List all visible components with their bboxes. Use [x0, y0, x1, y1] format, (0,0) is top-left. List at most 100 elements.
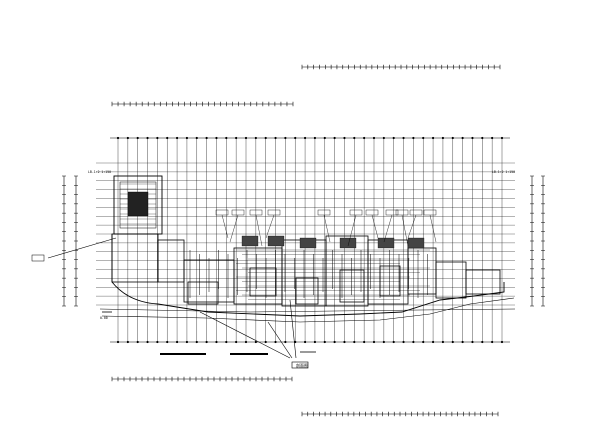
- axis-bubble-bottom: [195, 340, 198, 344]
- axis-bubble-bottom: [185, 340, 189, 344]
- axis-bubble-bottom: [126, 340, 129, 344]
- annotation-leader: [407, 214, 417, 239]
- annotation-tag: [395, 209, 409, 216]
- annotation-leader: [401, 214, 409, 247]
- axis-bubble-top: [264, 136, 267, 140]
- axis-bubble-bottom: [156, 340, 159, 344]
- axis-bubble-bottom: [244, 340, 248, 344]
- axis-bubble-bottom: [235, 340, 238, 344]
- equipment-block: [241, 235, 259, 247]
- room: [249, 267, 277, 297]
- tower-stair-core: [127, 191, 149, 217]
- axis-bubble-top: [146, 136, 149, 140]
- axis-bubble-top: [303, 136, 307, 140]
- side-leader-tag: [31, 254, 45, 262]
- building-outline: [99, 175, 516, 323]
- axis-bubble-bottom: [451, 340, 454, 344]
- annotation-leader: [383, 214, 393, 243]
- site-boundary: [101, 297, 515, 323]
- axis-bubble-top: [363, 136, 366, 140]
- axis-bubble-bottom: [274, 340, 277, 344]
- side-leader: [47, 237, 117, 259]
- annotation-tag: [385, 209, 399, 216]
- axis-bubble-top: [431, 136, 435, 140]
- room-partitions: [111, 233, 501, 307]
- axis-bubble-top: [225, 136, 228, 140]
- equipment-block: [267, 235, 285, 247]
- axis-bubble-bottom: [175, 340, 179, 344]
- axis-bubble-top: [254, 136, 257, 140]
- axis-bubble-bottom: [225, 340, 228, 344]
- axis-bubble-top: [175, 136, 179, 140]
- axis-bubble-top: [116, 136, 120, 140]
- axis-bubble-top: [392, 136, 395, 140]
- axis-bubble-bottom: [431, 340, 435, 344]
- axis-bubble-top: [451, 136, 454, 140]
- dimension-chain-top-left: [111, 101, 294, 107]
- axis-bubble-bottom: [412, 340, 415, 344]
- room: [295, 277, 319, 305]
- axis-bubble-bottom: [441, 340, 445, 344]
- axis-bubble-top: [185, 136, 189, 140]
- annotation-tag: [423, 209, 437, 216]
- section-leader: [267, 321, 293, 359]
- annotation-tag: [349, 209, 363, 216]
- room: [157, 239, 185, 283]
- axis-bubble-bottom: [491, 340, 494, 344]
- equipment-block: [299, 237, 317, 249]
- annotation-leader: [229, 214, 239, 243]
- axis-bubble-bottom: [323, 340, 326, 344]
- axis-bubble-top: [372, 136, 376, 140]
- axis-bubble-bottom: [284, 340, 287, 344]
- axis-bubble-top: [402, 136, 405, 140]
- axis-bubble-top: [382, 136, 385, 140]
- axis-bubble-bottom: [136, 340, 139, 344]
- elevation-mark: 0.00: [100, 316, 108, 320]
- axis-bubble-bottom: [402, 340, 405, 344]
- tower-core: [119, 181, 157, 229]
- axis-bubble-top: [136, 136, 139, 140]
- watermark: [215, 196, 335, 236]
- axis-bubble-bottom: [471, 340, 474, 344]
- room: [187, 281, 219, 305]
- axis-grid-ticks: [116, 136, 504, 344]
- annotation-leader: [323, 214, 331, 243]
- axis-bubble-top: [500, 136, 504, 140]
- axis-bubble-bottom: [461, 340, 464, 344]
- room: [379, 265, 401, 297]
- annotation-leader: [347, 214, 357, 247]
- axis-bubble-top: [235, 136, 238, 140]
- room: [435, 261, 467, 299]
- axis-bubble-top: [491, 136, 494, 140]
- axis-bubble-top: [412, 136, 415, 140]
- annotation-leader: [255, 214, 263, 247]
- axis-bubble-top: [215, 136, 218, 140]
- axis-bubble-top: [343, 136, 346, 140]
- axis-bubble-top: [461, 136, 464, 140]
- axis-bubble-bottom: [353, 340, 356, 344]
- axis-bubble-top: [313, 136, 317, 140]
- axis-bubble-bottom: [205, 340, 208, 344]
- axis-bubble-top: [166, 136, 169, 140]
- right-plan-title: LB-1:2 1:150: [492, 170, 516, 174]
- axis-bubble-top: [294, 136, 297, 140]
- annotation-leader: [221, 214, 229, 239]
- section-tag-box: [291, 361, 309, 369]
- axis-bubble-bottom: [500, 340, 504, 344]
- axis-bubble-top: [441, 136, 445, 140]
- axis-bubble-bottom: [166, 340, 169, 344]
- axis-bubble-top: [244, 136, 248, 140]
- axis-bubble-bottom: [303, 340, 307, 344]
- equipment-block: [407, 237, 425, 249]
- room: [465, 269, 501, 295]
- axis-bubble-top: [126, 136, 129, 140]
- axis-bubble-top: [333, 136, 336, 140]
- annotation-leader: [265, 214, 275, 239]
- axis-bubble-bottom: [392, 340, 395, 344]
- axis-bubble-top: [323, 136, 326, 140]
- section-label: 剖面图: [296, 363, 308, 368]
- annotation-leaders: [31, 209, 437, 359]
- room: [111, 233, 159, 283]
- annotation-leader: [371, 214, 379, 239]
